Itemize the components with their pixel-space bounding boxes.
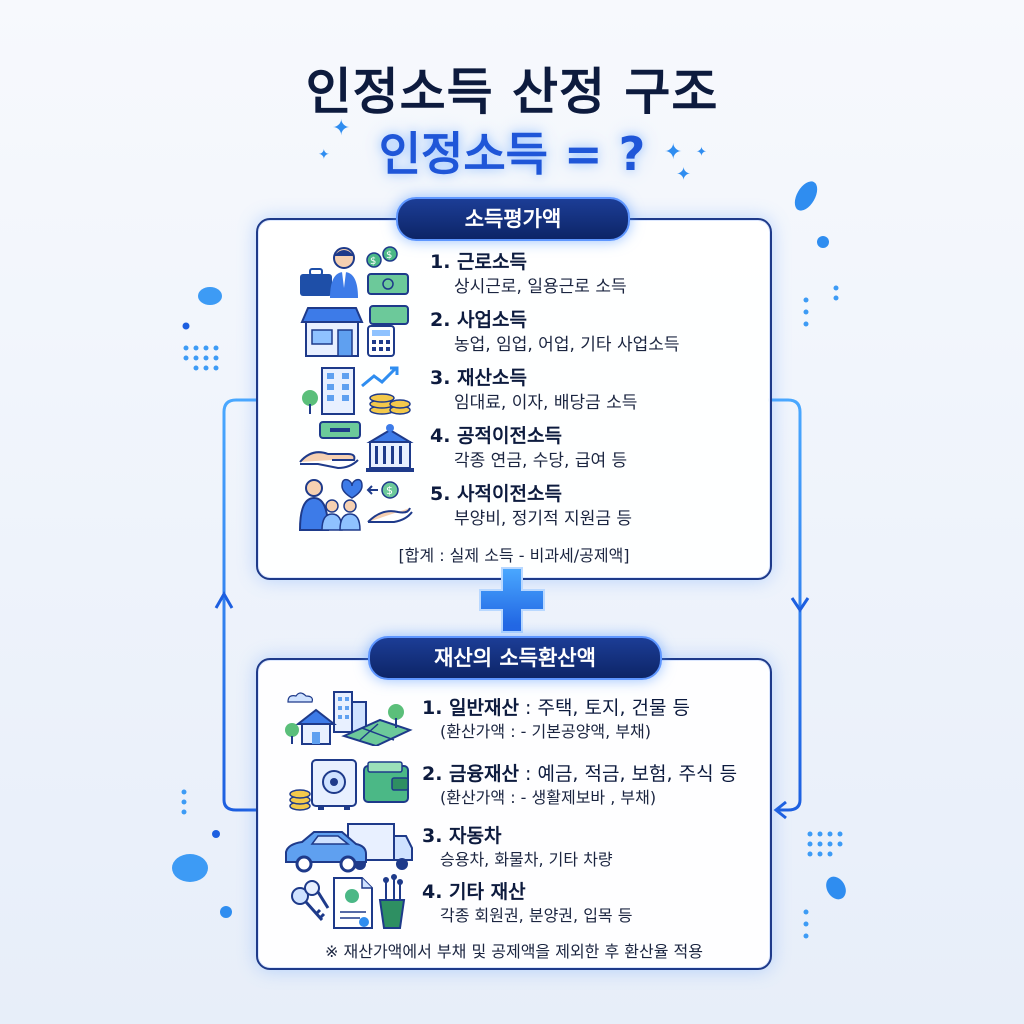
property-item-name: 1. 일반재산 — [422, 697, 519, 719]
property-item-note: 승용차, 화물차, 기타 차량 — [440, 850, 613, 869]
income-item-desc: 임대료, 이자, 배당금 소득 — [454, 393, 638, 413]
property-item-title: 2. 금융재산 : 예금, 적금, 보험, 주식 등 — [422, 759, 737, 786]
property-item-note: (환산가액 : - 생활제보바 , 부채) — [440, 788, 657, 807]
property-item-detail: : 주택, 토지, 건물 등 — [518, 697, 691, 719]
property-item-note: (환산가액 : - 기본공양액, 부채) — [440, 722, 651, 741]
property-item-name: 2. 금융재산 — [422, 763, 519, 785]
income-evaluation-panel: $ $ 1. 근로소득 상시근로, 일용근로 소득 2. 사업소득 농업, 임업… — [256, 218, 772, 580]
property-item-name: 4. 기타 재산 — [422, 881, 526, 903]
property-item-detail: : 예금, 적금, 보험, 주식 등 — [518, 763, 738, 785]
property-conversion-panel: 1. 일반재산 : 주택, 토지, 건물 등 (환산가액 : - 기본공양액, … — [256, 658, 772, 970]
income-item-desc: 각종 연금, 수당, 급여 등 — [454, 451, 628, 471]
income-item-title: 5. 사적이전소득 — [430, 483, 562, 505]
income-item-title: 1. 근로소득 — [430, 251, 527, 273]
family-heart-support-icon: $ — [298, 478, 413, 531]
income-section-label: 소득평가액 — [396, 197, 630, 241]
safe-wallet-coins-icon — [289, 759, 409, 811]
page-title: 인정소득 산정 구조 — [305, 63, 719, 121]
store-calculator-icon — [300, 305, 409, 357]
property-item-name: 3. 자동차 — [422, 825, 502, 847]
sparkle-icon: ✦ — [318, 147, 330, 163]
income-sum-note: [합계 : 실제 소득 - 비과세/공제액] — [398, 546, 630, 565]
svg-text:$: $ — [386, 250, 392, 261]
income-item-title: 4. 공적이전소득 — [430, 425, 562, 447]
sparkle-icon: ✦ — [676, 164, 692, 185]
income-item-title: 2. 사업소득 — [430, 309, 527, 331]
sparkle-icon: ✦ — [696, 145, 707, 160]
property-item-title: 1. 일반재산 : 주택, 토지, 건물 등 — [422, 693, 690, 720]
sparkle-icon: ✦ — [664, 140, 683, 165]
income-item-desc: 농업, 임업, 어업, 기타 사업소득 — [454, 335, 680, 355]
sparkle-icon: ✦ — [332, 116, 351, 141]
property-footnote: ※ 재산가액에서 부채 및 공제액을 제외한 후 환산율 적용 — [325, 942, 703, 961]
property-item-title: 3. 자동차 — [422, 821, 502, 848]
property-item-title: 4. 기타 재산 — [422, 877, 526, 904]
property-item-note: 각종 회원권, 분양권, 입목 등 — [440, 906, 633, 925]
hand-money-government-icon — [299, 421, 414, 472]
income-item-title: 3. 재산소득 — [430, 367, 527, 389]
formula-heading: 인정소득 = ? — [378, 127, 646, 181]
building-coins-growth-icon — [302, 366, 411, 415]
svg-text:$: $ — [370, 256, 376, 267]
car-truck-icon — [285, 823, 413, 873]
svg-text:$: $ — [386, 484, 393, 497]
income-item-desc: 상시근로, 일용근로 소득 — [454, 277, 627, 297]
worker-briefcase-money-icon: $ $ — [300, 246, 409, 298]
plus-icon — [479, 567, 545, 633]
property-section-label: 재산의 소득환산액 — [368, 636, 662, 680]
keys-certificate-golf-icon — [291, 874, 406, 929]
house-buildings-land-icon — [285, 691, 413, 746]
income-item-desc: 부양비, 정기적 지원금 등 — [454, 509, 633, 529]
